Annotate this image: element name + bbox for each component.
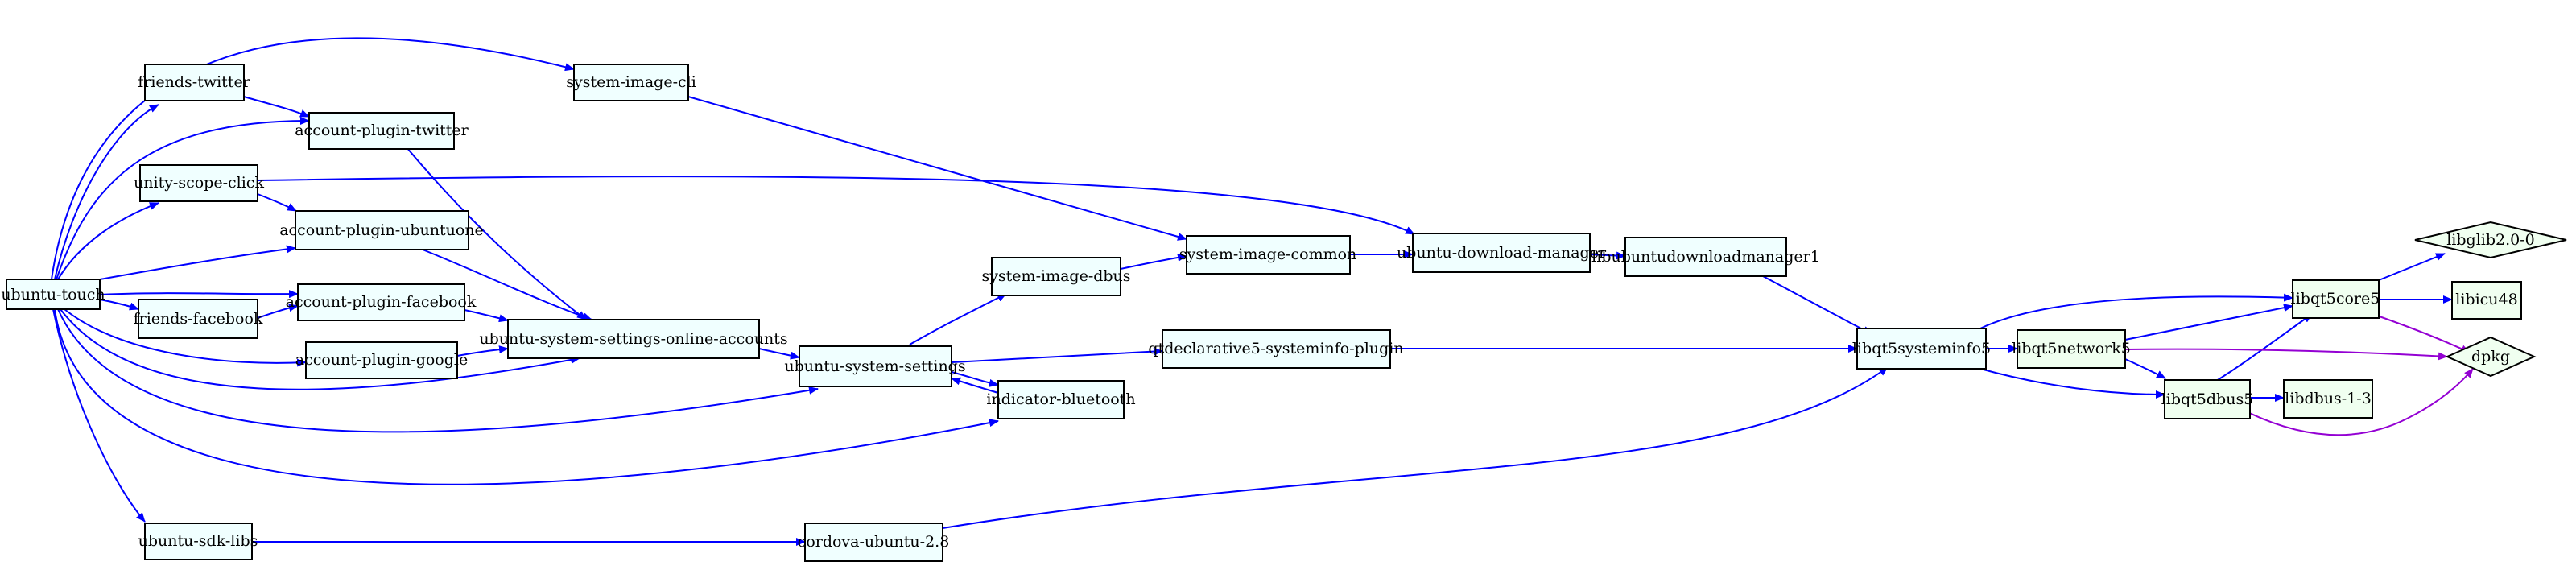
edge-ubuntu-system-settings-to-system-image-dbus [909, 293, 1007, 345]
edge-ubuntu-download-manager-to-libubuntudownloadmanager1 [1589, 251, 1626, 260]
node-libdbus-1-3[interactable]: libdbus-1-3 [2283, 379, 2373, 419]
node-label: ubuntu-download-manager [1397, 244, 1607, 262]
edge-libqt5dbus5-to-libqt5core5 [2213, 313, 2313, 383]
node-ubuntu-sdk-libs[interactable]: ubuntu-sdk-libs [138, 523, 258, 560]
edge-account-plugin-facebook-to-online-accounts [464, 309, 509, 323]
node-qtdeclarative5-systeminfo-plugin[interactable]: qtdeclarative5-systeminfo-plugin [1148, 329, 1404, 369]
node-system-image-cli[interactable]: system-image-cli [566, 64, 696, 101]
edge-libqt5systeminfo5-to-libqt5core5 [1979, 293, 2293, 329]
node-system-image-dbus[interactable]: system-image-dbus [981, 257, 1131, 296]
node-label: libdbus-1-3 [2285, 390, 2372, 407]
node-ubuntu-system-settings[interactable]: ubuntu-system-settings [784, 345, 966, 387]
node-label: account-plugin-ubuntuone [279, 221, 484, 239]
node-label: account-plugin-twitter [295, 122, 469, 139]
node-libqt5network5[interactable]: libqt5network5 [2012, 329, 2131, 369]
node-label: libqt5systeminfo5 [1852, 340, 1991, 357]
node-label: dpkg [2471, 348, 2510, 366]
node-libqt5systeminfo5[interactable]: libqt5systeminfo5 [1852, 328, 1991, 370]
edge-libubuntudownloadmanager1-to-libqt5systeminfo5 [1762, 275, 1872, 335]
edge-libqt5core5-to-libglib2-0-0 [2374, 253, 2446, 283]
node-label: libubuntudownloadmanager1 [1591, 248, 1820, 266]
node-label: ubuntu-sdk-libs [138, 532, 258, 550]
edge-system-image-cli-to-system-image-common [687, 96, 1187, 241]
node-friends-twitter[interactable]: friends-twitter [138, 64, 251, 101]
node-libqt5core5[interactable]: libqt5core5 [2291, 279, 2380, 319]
edge-friends-facebook-to-account-plugin-facebook [257, 304, 299, 319]
node-indicator-bluetooth[interactable]: indicator-bluetooth [986, 380, 1136, 419]
node-label: ubuntu-system-settings [784, 357, 965, 375]
node-account-plugin-ubuntuone[interactable]: account-plugin-ubuntuone [279, 210, 484, 250]
nodes: ubuntu-touch friends-twitter unity-scope… [1, 64, 2567, 562]
edge-ubuntu-touch-to-unity-scope-click [57, 202, 159, 280]
node-label: indicator-bluetooth [986, 390, 1135, 408]
edge-ubuntu-touch-to-indicator-bluetooth [54, 308, 999, 485]
node-label: ubuntu-system-settings-online-accounts [479, 330, 787, 348]
edge-ubuntu-touch-to-account-plugin-google [64, 308, 307, 367]
node-account-plugin-facebook[interactable]: account-plugin-facebook [286, 283, 477, 321]
node-ubuntu-touch[interactable]: ubuntu-touch [1, 279, 105, 310]
edge-online-accounts-to-ubuntu-system-settings [758, 348, 800, 360]
edge-account-plugin-ubuntuone-to-online-accounts [422, 249, 592, 320]
node-label: friends-facebook [134, 310, 263, 328]
node-libicu48[interactable]: libicu48 [2451, 281, 2522, 320]
edge-ubuntu-system-settings-to-qtdeclarative5 [951, 347, 1163, 363]
edge-ubuntu-touch-to-account-plugin-facebook [99, 290, 299, 299]
node-label: system-image-dbus [981, 267, 1130, 285]
edge-indicator-bluetooth-to-ubuntu-system-settings [951, 377, 999, 394]
node-label: qtdeclarative5-systeminfo-plugin [1148, 340, 1403, 357]
edge-libqt5network5-to-dpkg [2124, 348, 2448, 361]
node-label: libqt5core5 [2291, 290, 2380, 308]
node-label: libqt5network5 [2012, 340, 2131, 357]
node-label: system-image-common [1179, 246, 1357, 263]
node-libqt5dbus5[interactable]: libqt5dbus5 [2161, 379, 2254, 419]
node-label: account-plugin-google [295, 351, 468, 369]
edge-ubuntu-touch-to-friends-twitter [54, 104, 159, 280]
edge-unity-scope-click-to-ubuntu-download-manager [257, 176, 1415, 235]
edge-libqt5systeminfo5-to-libqt5dbus5 [1979, 368, 2165, 399]
node-friends-facebook[interactable]: friends-facebook [134, 299, 263, 339]
node-label: unity-scope-click [134, 174, 264, 192]
edge-cordova-to-libqt5systeminfo5 [942, 366, 1889, 529]
edges [51, 37, 2474, 546]
edge-libqt5dbus5-to-dpkg [2245, 368, 2474, 436]
node-ubuntu-system-settings-online-accounts[interactable]: ubuntu-system-settings-online-accounts [479, 319, 788, 359]
edge-account-plugin-google-to-online-accounts [456, 345, 509, 357]
edge-friends-twitter-to-account-plugin-twitter [243, 96, 310, 118]
node-label: cordova-ubuntu-2.8 [798, 533, 950, 551]
edge-libqt5network5-to-libqt5dbus5 [2124, 358, 2166, 379]
node-label: friends-twitter [138, 73, 250, 91]
node-label: libqt5dbus5 [2161, 390, 2254, 408]
edge-ubuntu-touch-to-ubuntu-sdk-libs [52, 308, 146, 523]
node-label: system-image-cli [566, 73, 696, 91]
edge-account-plugin-twitter-to-online-accounts [406, 147, 587, 320]
node-account-plugin-twitter[interactable]: account-plugin-twitter [295, 112, 469, 150]
edge-unity-scope-click-to-account-plugin-ubuntuone [257, 193, 297, 212]
edge-ubuntu-touch-to-friends-facebook [99, 299, 139, 311]
edge-ubuntu-touch-to-ubuntu-system-settings [57, 308, 819, 433]
edge-libqt5core5-to-dpkg [2374, 314, 2471, 353]
node-label: account-plugin-facebook [286, 293, 477, 311]
node-ubuntu-download-manager[interactable]: ubuntu-download-manager [1397, 233, 1607, 273]
node-dpkg[interactable]: dpkg [2445, 336, 2537, 378]
node-system-image-common[interactable]: system-image-common [1179, 235, 1357, 275]
node-libglib2-0-0[interactable]: libglib2.0-0 [2414, 221, 2567, 259]
node-libubuntudownloadmanager1[interactable]: libubuntudownloadmanager1 [1591, 237, 1820, 277]
node-unity-scope-click[interactable]: unity-scope-click [134, 164, 264, 202]
node-account-plugin-google[interactable]: account-plugin-google [295, 341, 468, 379]
edge-libqt5network5-to-libqt5core5 [2124, 304, 2293, 341]
edge-ubuntu-touch-to-account-plugin-twitter [56, 117, 310, 280]
node-label: ubuntu-touch [1, 286, 105, 304]
edge-system-image-dbus-to-system-image-common [1120, 253, 1187, 270]
edge-ubuntu-touch-to-online-accounts [60, 308, 580, 390]
edge-ubuntu-touch-to-account-plugin-ubuntuone [99, 245, 296, 280]
node-label: libicu48 [2455, 291, 2517, 308]
node-cordova-ubuntu-2-8[interactable]: cordova-ubuntu-2.8 [798, 523, 950, 562]
node-label: libglib2.0-0 [2446, 231, 2535, 249]
edge-ubuntu-system-settings-to-indicator-bluetooth [951, 371, 999, 387]
